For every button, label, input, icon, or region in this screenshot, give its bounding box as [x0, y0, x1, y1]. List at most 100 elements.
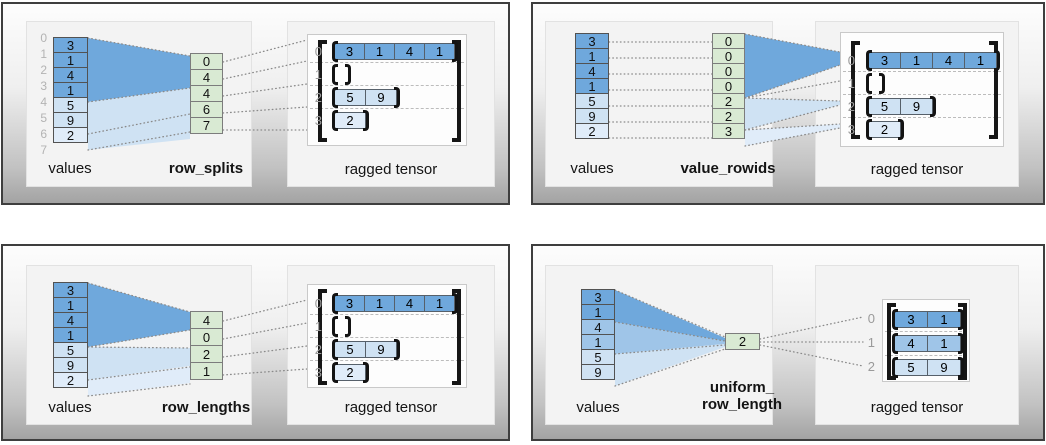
- value-rowids-cell: 0: [712, 78, 745, 94]
- fan-connector-graphic: [87, 282, 308, 397]
- row-index-label: 3: [314, 113, 322, 128]
- values-column: 3 1 4 1 5 9: [581, 289, 615, 380]
- row-close-bracket: [345, 64, 351, 85]
- row-open-bracket: [866, 119, 872, 140]
- tensor-cell: 9: [365, 89, 397, 106]
- row-open-bracket: [866, 50, 872, 71]
- dotted-connectors: [614, 289, 864, 387]
- tensor-cell: 1: [927, 311, 961, 328]
- row-close-bracket: [898, 119, 904, 140]
- uniform-row-length-cell-holder: 2: [725, 333, 760, 350]
- tensor-row: 5 9: [332, 87, 400, 108]
- value-index-label: 5: [40, 111, 47, 125]
- row-open-bracket: [332, 87, 338, 108]
- values-cell: 5: [581, 349, 615, 365]
- row-splits-cell: 0: [190, 53, 223, 70]
- quadrant-row-lengths: 3 1 4 1 5 9 2 4 0 2 1 values row_lengths…: [1, 244, 510, 441]
- row-close-bracket: [363, 362, 369, 383]
- value-rowids-cell: 2: [712, 108, 745, 124]
- values-cell: 1: [581, 334, 615, 350]
- value-index-label: 6: [40, 127, 47, 141]
- row-separator: [843, 94, 1001, 95]
- row-close-bracket: [994, 50, 1000, 71]
- row-open-bracket: [892, 309, 898, 330]
- tensor-row: 2: [332, 110, 369, 131]
- row-splits-cell: 4: [190, 85, 223, 102]
- row-index-label: 2: [314, 342, 322, 357]
- fan-wedge-dark: [88, 283, 190, 347]
- tensor-cell: 4: [394, 295, 425, 312]
- values-column: 3 1 4 1 5 9 2: [53, 282, 88, 388]
- row-separator: [885, 355, 967, 356]
- ragged-tensor-label: ragged tensor: [344, 161, 438, 178]
- row-open-bracket: [892, 357, 898, 378]
- method-label-line1: uniform_: [709, 379, 775, 396]
- row-splits-cell: 7: [190, 117, 223, 134]
- tensor-cell: 9: [927, 359, 961, 376]
- tensor-open-bracket: [887, 303, 896, 380]
- row-lengths-cell: 0: [190, 328, 223, 346]
- fan-wedge-dark: [615, 290, 725, 341]
- row-index-label: 0: [847, 53, 855, 68]
- tensor-cell: 5: [334, 341, 366, 358]
- row-separator: [310, 85, 464, 86]
- value-index-label: 7: [40, 143, 47, 157]
- method-label: uniform_ row_length: [672, 379, 812, 413]
- fan-connector-graphic: [614, 289, 864, 387]
- row-splits-column: 0 4 4 6 7: [190, 53, 223, 134]
- method-label: value_rowids: [680, 160, 776, 177]
- tensor-open-bracket: [318, 289, 327, 385]
- row-close-bracket: [879, 73, 885, 94]
- row-splits-cell: 4: [190, 69, 223, 86]
- row-open-bracket: [332, 64, 338, 85]
- tensor-close-bracket: [958, 303, 967, 380]
- tensor-cell: 2: [334, 364, 366, 381]
- values-cell: 1: [575, 78, 609, 94]
- tensor-cell: 1: [364, 43, 395, 60]
- value-rowids-cell: 0: [712, 63, 745, 79]
- values-cell: 4: [53, 312, 88, 328]
- tensor-cell: 3: [334, 295, 365, 312]
- dotted-connectors: [608, 33, 841, 147]
- ragged-tensor-label: ragged tensor: [344, 399, 438, 416]
- fan-wedge-lighter: [88, 367, 190, 396]
- row-close-bracket: [930, 96, 936, 117]
- values-cell: 9: [53, 357, 88, 373]
- tensor-row: 4 1: [892, 333, 964, 354]
- fan-connector-graphic: [87, 37, 308, 151]
- quadrant-row-splits: 0 1 2 3 4 5 6 7 3 1 4 1 5 9 2 0 4 4 6 7 …: [1, 2, 510, 205]
- fan-wedge-dark: [745, 34, 840, 98]
- row-open-bracket: [332, 110, 338, 131]
- values-cell: 1: [53, 297, 88, 313]
- values-cell: 2: [575, 123, 609, 139]
- tensor-close-bracket: [989, 41, 998, 139]
- row-separator: [310, 360, 464, 361]
- row-open-bracket: [332, 339, 338, 360]
- dotted-connectors: [87, 37, 308, 151]
- values-cell: 1: [575, 48, 609, 64]
- tensor-cell: 5: [334, 89, 366, 106]
- values-cell: 3: [581, 289, 615, 305]
- row-close-bracket: [958, 333, 964, 354]
- row-separator: [310, 314, 464, 315]
- tensor-cell: 5: [894, 359, 928, 376]
- tensor-cell: 9: [365, 341, 397, 358]
- row-open-bracket: [332, 316, 338, 337]
- values-cell: 4: [575, 63, 609, 79]
- tensor-row: 3 1 4 1: [332, 41, 458, 62]
- ragged-tensor-box: 0 1 2 3 3 1 4 1 5 9: [307, 34, 467, 146]
- row-close-bracket: [452, 41, 458, 62]
- value-index-label: 4: [40, 95, 47, 109]
- method-label: row_splits: [168, 160, 244, 177]
- row-separator: [310, 337, 464, 338]
- tensor-row: 5 9: [866, 96, 936, 117]
- tensor-cell: 5: [868, 98, 901, 115]
- row-index-label: 1: [867, 335, 875, 350]
- values-cell: 3: [575, 33, 609, 49]
- fan-wedge-light: [88, 347, 190, 380]
- row-index-label: 2: [314, 90, 322, 105]
- fan-connector-graphic: [608, 33, 841, 147]
- value-index-label: 0: [40, 31, 47, 45]
- row-index-label: 1: [847, 76, 855, 91]
- values-cell: 4: [581, 319, 615, 335]
